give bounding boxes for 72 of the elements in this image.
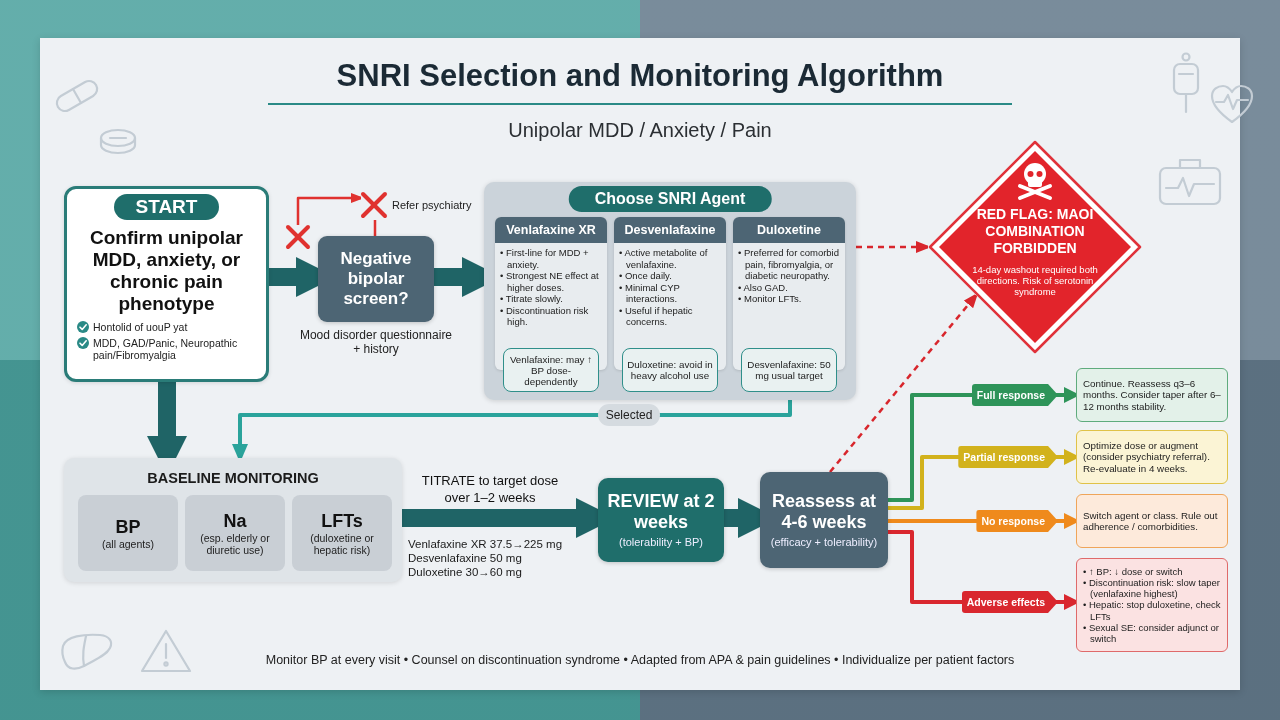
start-badge: START [113, 194, 220, 220]
card-header: Duloxetine [733, 217, 845, 243]
warning-diamond [928, 140, 1142, 354]
bullet-item: • Active metabolite of venlafaxine. [619, 247, 709, 270]
group-panel [484, 182, 856, 400]
card-title: Na [223, 510, 247, 532]
note-text: Venlafaxine: may ↑ BP dose-dependently [508, 353, 594, 387]
note-text: Desvenlafaxine: 50 mg usual target [746, 359, 832, 381]
checklist-item: MDD, GAD/Panic, Neuropathic pain/Fibromyalgia [93, 336, 239, 362]
outcome-text: Continue. Reassess q3–6 months. Consider taper after 6–12 months stability. [1083, 377, 1221, 413]
card-header: Venlafaxine XR [495, 217, 607, 243]
subtitle: Unipolar MDD / Anxiety / Pain [508, 118, 772, 142]
warning-text: 14-day washout required both directions. Risk of serotonin syndrome [972, 264, 1098, 297]
note-text: Duloxetine: avoid in heavy alcohol use [627, 359, 713, 381]
cross-icon [286, 225, 310, 249]
group-title: Choose SNRI Agent [568, 186, 772, 212]
agent-card [733, 217, 845, 370]
bullet-item: • Titrate slowly. [500, 293, 564, 305]
outcome-text: Optimize dose or augment (consider psychiatry referral). Re-evaluate in 4 weeks. [1083, 439, 1211, 475]
bullet-item: • Monitor LFTs. [738, 293, 803, 305]
bullet-item: • Hepatic: stop duloxetine, check LFTs [1083, 599, 1221, 622]
bullet-item: • Strongest NE effect at higher doses. [500, 270, 600, 293]
card-title: BP [115, 516, 141, 538]
step-subtitle: (efficacy + tolerability) [770, 535, 878, 549]
checklist-item: Hontolid of uouP yat [93, 321, 188, 334]
caption: Monitor BP at every visit • Counsel on discontinuation syndrome • Adapted from APA & pain guidelines • Individualize per patient factors [265, 653, 1015, 668]
outcome-box [1076, 558, 1228, 652]
warning-heading: RED FLAG: MAOI COMBINATION FORBIDDEN [975, 206, 1095, 257]
panel-title: BASELINE MONITORING [147, 470, 319, 487]
agent-card [614, 217, 726, 370]
dose-text: Desvenlafaxine 50 mg [408, 551, 522, 565]
step-title: Reassess at 4-6 weeks [770, 491, 878, 533]
edge-label: No response [976, 510, 1058, 532]
node-text: Negative bipolar screen? [339, 249, 413, 309]
step-title: REVIEW at 2 weeks [606, 491, 716, 533]
bullet-item: • ↑ BP: ↓ dose or switch [1083, 565, 1184, 577]
outcome-box [1076, 494, 1228, 548]
note-box [741, 348, 837, 392]
bullet-item: • Also GAD. [738, 281, 789, 293]
edge-label: Partial response [958, 446, 1058, 468]
monitoring-panel [64, 458, 402, 582]
edge-label: Adverse effects [961, 591, 1058, 613]
bullet-item: • Minimal CYP interactions. [619, 281, 681, 305]
bullet-item: • Discontinuation risk high. [500, 304, 590, 328]
edge-label: Selected [598, 404, 660, 426]
bullet-item: • Useful if hepatic concerns. [619, 304, 694, 328]
node-heading: Confirm unipolar MDD, anxiety, or chronic pain phenotype [88, 227, 245, 315]
start-box [64, 186, 269, 382]
outcome-box [1076, 430, 1228, 484]
decision-box [318, 236, 434, 322]
card-subtitle: (duloxetine or hepatic risk) [309, 532, 375, 556]
step-subtitle: (tolerability + BP) [618, 535, 704, 549]
dose-text: Venlafaxine XR 37.5→225 mg [408, 537, 563, 551]
review-box [598, 478, 724, 562]
note-box [622, 348, 718, 392]
node-caption: Mood disorder questionnaire + history [298, 328, 454, 356]
edge-label: Full response [971, 384, 1058, 406]
card-subtitle: (all agents) [102, 538, 154, 550]
bullet-item: • Preferred for comorbid pain, fibromyalgia, or diabetic neuropathy. [738, 247, 840, 282]
card-title: LFTs [321, 510, 363, 532]
bullet-item: • Sexual SE: consider adjunct or switch [1083, 621, 1220, 645]
title: SNRI Selection and Monitoring Algorithm [336, 58, 944, 94]
outcome-text: Switch agent or class. Rule out adherence / comorbidities. [1083, 509, 1219, 533]
card-subtitle: (esp. elderly or diuretic use) [199, 532, 271, 556]
bullet-item: • First-line for MDD + anxiety. [500, 247, 590, 270]
bullet-item: • Discontinuation risk: slow taper (venlafaxine highest) [1083, 577, 1221, 600]
outcome-box [1076, 368, 1228, 422]
bullet-item: • Once daily. [619, 270, 673, 282]
card-header: Desvenlafaxine [614, 217, 726, 243]
reassess-box [760, 472, 888, 568]
referral-text: Refer psychiatry [392, 198, 472, 212]
dose-text: Duloxetine 30→60 mg [408, 565, 522, 579]
